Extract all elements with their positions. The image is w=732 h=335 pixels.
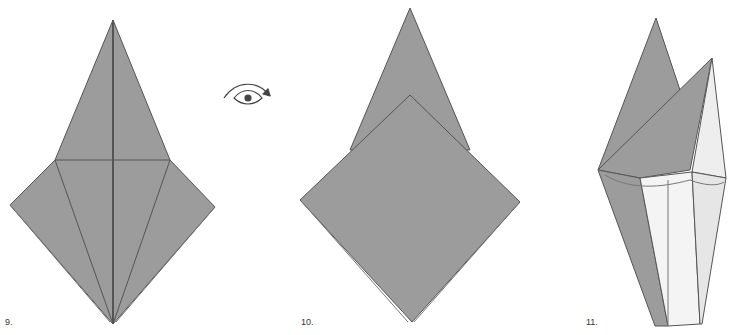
crease [55, 160, 170, 161]
lifted-flap-right [692, 58, 726, 178]
step-number: 9. [5, 318, 13, 327]
eye [234, 91, 262, 105]
lower-right-flap [692, 172, 726, 324]
arrow-head [263, 89, 270, 96]
kite-shape [10, 20, 215, 324]
step-number: 11. [586, 318, 598, 327]
front-diamond [300, 95, 520, 322]
eye-pupil [245, 95, 251, 101]
lower-front-flap [640, 172, 700, 326]
crease [55, 160, 113, 324]
layer-edge [414, 204, 518, 322]
crease [113, 160, 170, 324]
step-11-figure [598, 18, 726, 326]
step-9-figure [10, 20, 215, 324]
center-crease [112, 20, 114, 324]
fold-curve [605, 175, 724, 186]
layer-edge [10, 205, 110, 322]
step-number: 10. [301, 318, 314, 327]
layer-edge [302, 202, 408, 322]
step-10-figure [300, 8, 520, 322]
crease [668, 180, 669, 326]
layer-edge [116, 207, 215, 322]
turn-over-symbol [224, 84, 270, 104]
